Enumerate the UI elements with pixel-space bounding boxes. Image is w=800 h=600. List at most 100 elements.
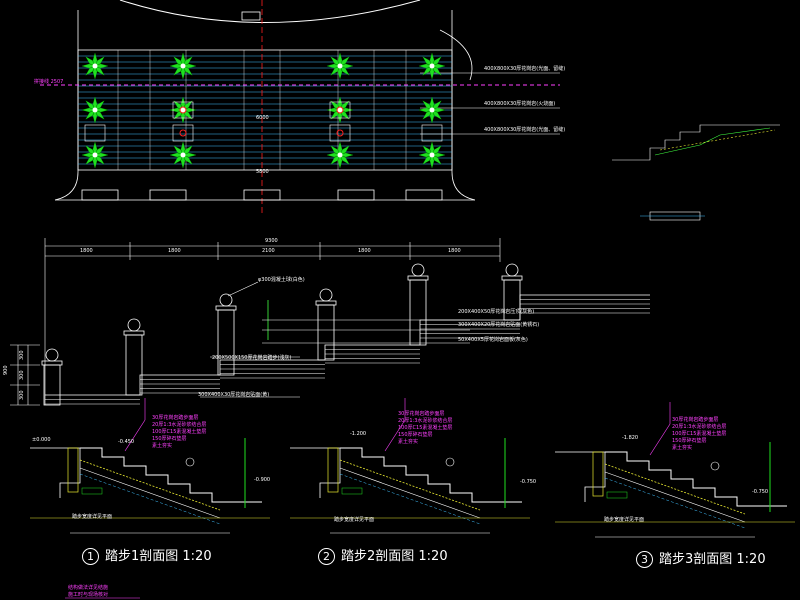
tree-leaf [431,152,446,158]
tree-leaf [418,152,433,158]
plan-top-arc [119,0,421,23]
tree-leaf [339,145,350,156]
tree-leaf [339,65,350,76]
sec2-level-2: -0.750 [520,479,537,485]
sec2-level-1: -1.200 [350,431,367,437]
elev-callout-3: 300X400X20厚花岗岩贴面(黄锈石) [458,322,540,328]
section-layer [79,459,221,511]
elev-callout-1: φ300混凝土球(白色) [258,277,305,283]
tree-leaf [418,107,433,113]
tree-leaf [182,63,197,69]
section-3 [555,402,795,538]
planter-red-mark [336,129,344,137]
tree-icon [81,141,109,169]
planter-box [421,124,443,142]
tree-leaf [182,65,193,76]
tree-leaf [422,56,433,67]
tree-leaf [337,141,343,156]
tree-center [92,107,98,113]
tree-leaf [180,52,186,67]
sec1-note-1: 30厚花岗岩踏步面层 [152,415,199,421]
tree-center [180,152,186,158]
section-wall [290,447,341,498]
small-detail [612,124,780,221]
tree-leaf [92,109,98,124]
tree-leaf [422,109,433,120]
section-layer [339,459,481,511]
sec3-note-1: 30厚花岗岩踏步面层 [672,417,719,423]
tree-icon [326,141,354,169]
plan-trees [81,52,446,169]
tree-center [92,63,98,69]
tree-center [180,107,186,113]
tree-leaf [431,145,442,156]
section-leader [384,419,406,452]
post-cap [407,275,429,281]
tree-leaf [92,141,98,156]
tree-leaf [85,145,96,156]
planter-box [329,101,351,119]
post-pillar [43,364,61,406]
plan-outline-right [451,10,476,201]
planter-box [84,124,106,142]
section-note-box [81,487,103,495]
tree-leaf [429,109,435,124]
tree-leaf [431,63,446,69]
elevation-view [10,238,650,406]
tree-leaf [173,56,184,67]
tree-center [429,107,435,113]
section1-title: 1 踏步1剖面图 1:20 [82,545,212,565]
tree-leaf [429,52,435,67]
elev-height-total: 900 [3,365,9,375]
sec1-title-text: 踏步1剖面图 1:20 [105,549,212,564]
section-column [327,447,339,493]
section-note-box [341,487,363,495]
tree-leaf [85,56,96,67]
tree-leaf [326,63,341,69]
tree-leaf [173,145,184,156]
plan-note-3: 400X800X30厚花岗岩(光面、留缝) [484,127,566,133]
tree-leaf [422,154,433,165]
tree-leaf [337,65,343,80]
section-wall [30,447,81,498]
tree-leaf [173,65,184,76]
tree-center [337,152,343,158]
tree-leaf [431,65,442,76]
post-cap [123,330,145,336]
tree-leaf [182,152,197,158]
section-layer [339,467,481,519]
tree-center [180,63,186,69]
sec3-level-1: -1.820 [622,435,639,441]
sec1-note-3: 100厚C15素混凝土垫层 [152,429,207,435]
tree-leaf [337,52,343,67]
tree-leaf [330,65,341,76]
sec1-note-4: 150厚碎石垫层 [152,436,187,442]
tree-leaf [81,152,96,158]
post-ball [45,348,59,362]
tree-leaf [429,65,435,80]
tree-icon [418,141,446,169]
elev-height-1: 300 [19,350,25,360]
tree-leaf [85,65,96,76]
tree-leaf [94,152,109,158]
tree-leaf [339,154,350,165]
sec2-note-5: 素土夯实 [398,439,419,445]
tree-leaf [94,145,105,156]
sec2-note-4: 150厚碎石垫层 [398,432,433,438]
elev-dim-5: 1800 [448,248,461,254]
plan-note-1: 400X800X30厚花岗岩(光面、留缝) [484,66,566,72]
tree-leaf [422,100,433,111]
sec2-note-1: 30厚花岗岩踏步面层 [398,411,445,417]
post-pillar [409,279,427,346]
elev-callout-6: 300X400X30厚花岗岩贴面(黄) [198,392,270,398]
tree-center [429,63,435,69]
tree-leaf [431,100,442,111]
plan-center-label-1: 6000 [256,115,269,121]
elev-callout-4: 50X400X5厚花岗岩面板(灰色) [458,337,528,343]
post-ball [127,318,141,332]
sec1-number: 1 [82,548,99,565]
section-layer [604,463,746,515]
tree-leaf [92,52,98,67]
tree-leaf [422,65,433,76]
